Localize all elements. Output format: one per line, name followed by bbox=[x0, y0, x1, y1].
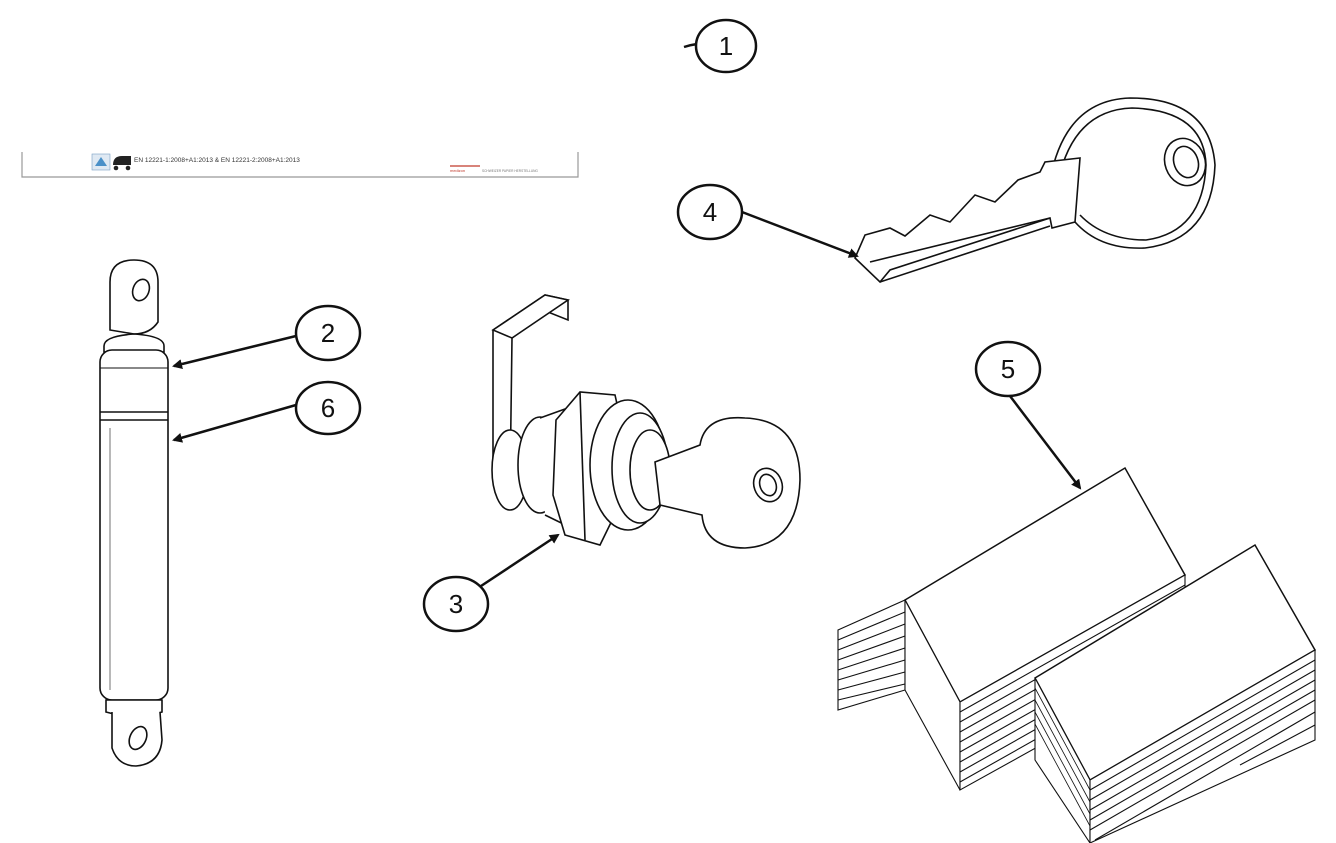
leader-lines bbox=[172, 42, 1082, 590]
product-label-strip: EN 12221-1:2008+A1:2013 & EN 12221-2:200… bbox=[21, 152, 579, 178]
callout-3: 3 bbox=[422, 575, 490, 633]
leader-2 bbox=[172, 334, 297, 369]
callout-4-label: 4 bbox=[703, 197, 717, 227]
callout-6-label: 6 bbox=[321, 393, 335, 423]
callout-2: 2 bbox=[294, 304, 362, 362]
baby-carriage-icon bbox=[113, 156, 131, 171]
callout-2-label: 2 bbox=[321, 318, 335, 348]
callout-1: 1 bbox=[694, 18, 758, 74]
fine-print-text: SCHWEIZER PAPIER HERSTELLUNG bbox=[482, 169, 538, 173]
leader-4 bbox=[741, 210, 859, 258]
folded-paper-towels bbox=[837, 466, 1317, 843]
callout-5-label: 5 bbox=[1001, 354, 1015, 384]
standards-text: EN 12221-1:2008+A1:2013 & EN 12221-2:200… bbox=[134, 157, 300, 164]
leader-6 bbox=[172, 403, 297, 443]
callout-5: 5 bbox=[974, 340, 1042, 398]
brand-text: medizon bbox=[450, 168, 465, 173]
leader-3 bbox=[477, 533, 560, 590]
gas-spring bbox=[99, 259, 169, 767]
callout-4: 4 bbox=[676, 183, 744, 241]
callout-1-label: 1 bbox=[719, 31, 733, 61]
callout-6: 6 bbox=[294, 380, 362, 436]
certification-icon bbox=[91, 153, 111, 171]
key bbox=[854, 97, 1216, 284]
cam-lock bbox=[491, 294, 801, 549]
leader-5 bbox=[1009, 395, 1082, 490]
callout-3-label: 3 bbox=[449, 589, 463, 619]
